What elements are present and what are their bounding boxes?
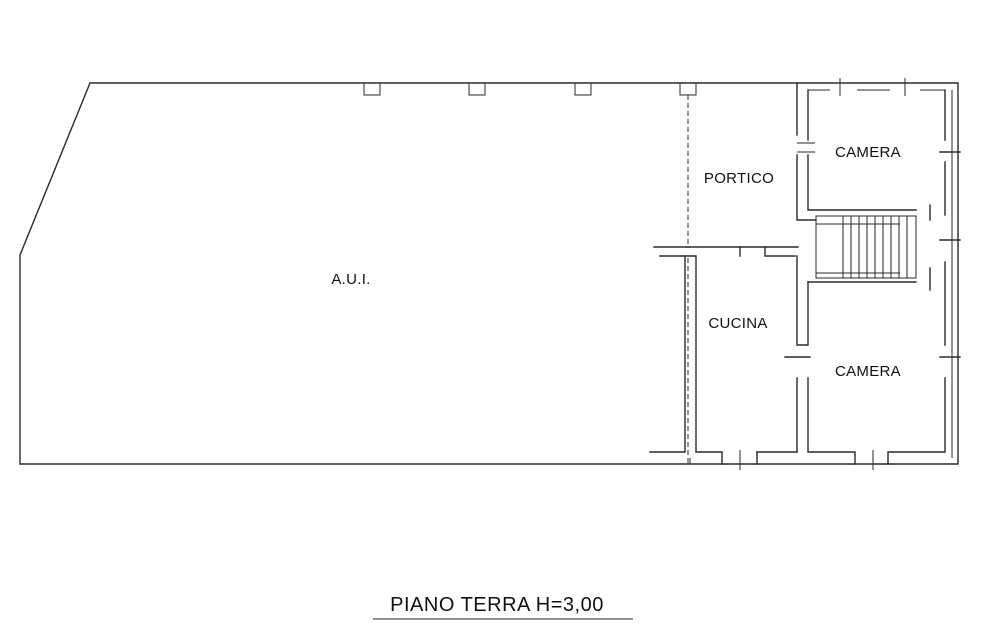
cucina-top-wall (653, 246, 799, 257)
plan-title: PIANO TERRA H=3,00 (390, 594, 604, 616)
top-wall-openings (797, 78, 945, 153)
central-wall (756, 82, 917, 465)
cucina-left-wall (649, 255, 723, 465)
room-label-camera-top: CAMERA (835, 144, 901, 161)
pillars (363, 82, 697, 96)
bottom-wall-openings (689, 450, 874, 470)
room-label-camera-bottom: CAMERA (835, 363, 901, 380)
room-label-portico: PORTICO (704, 170, 774, 187)
room-label-aui: A.U.I. (331, 271, 370, 288)
staircase (815, 215, 917, 279)
room-label-cucina: CUCINA (708, 315, 767, 332)
right-wall-details (887, 89, 961, 465)
